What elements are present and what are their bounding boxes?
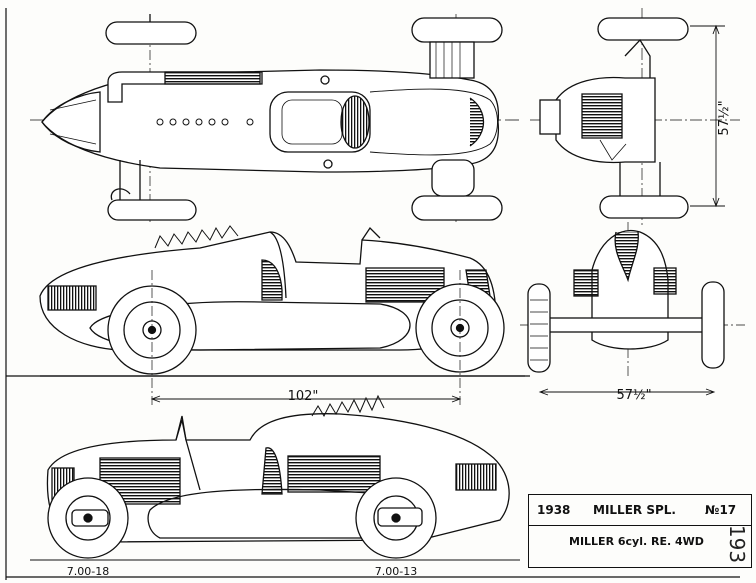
lower-side-view	[30, 394, 520, 561]
title-block: 1938 MILLER SPL. №17 MILLER 6cyl. RE. 4W…	[528, 494, 752, 568]
drawing-year: 1938	[537, 503, 571, 517]
drawing-subtitle: MILLER 6cyl. RE. 4WD	[569, 535, 704, 548]
top-view	[30, 14, 520, 225]
tire-size-left: 7.00-18	[67, 565, 109, 578]
track-dimension: 57½"	[616, 388, 651, 403]
tire-size-right: 7.00-13	[375, 565, 417, 578]
rear-view	[520, 222, 745, 396]
front-height-dimension: 57½"	[717, 100, 732, 135]
title-block-row: 1938 MILLER SPL. №17	[537, 501, 749, 521]
edge-page-number: 193	[724, 524, 749, 564]
drawing-number: №17	[705, 503, 737, 517]
title-block-divider	[529, 525, 751, 526]
wheelbase-dimension: 102"	[288, 389, 319, 404]
side-view	[39, 225, 525, 405]
front-view	[530, 8, 740, 225]
drawing-name: MILLER SPL.	[593, 503, 676, 517]
